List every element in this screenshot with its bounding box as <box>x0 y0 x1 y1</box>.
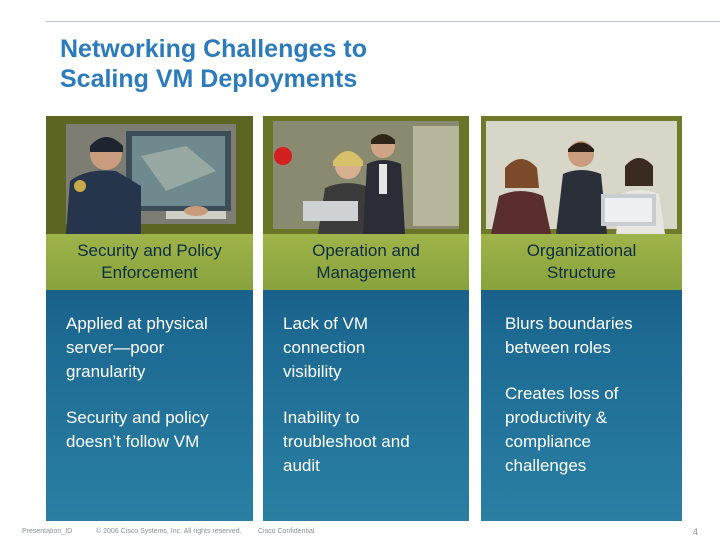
bullet-line: Applied at physical <box>66 314 208 333</box>
bullet-line: troubleshoot and <box>283 432 410 451</box>
column-operation-management: Operation and Management Lack of VM conn… <box>263 116 469 521</box>
bullet-point: Applied at physical server—poor granular… <box>66 312 245 384</box>
heading-line-2: Management <box>316 263 416 282</box>
footer-confidential: Cisco Confidential <box>258 528 315 535</box>
column-heading: Organizational Structure <box>481 234 682 290</box>
column-security-policy: Security and Policy Enforcement Applied … <box>46 116 253 521</box>
slide-title: Networking Challenges to Scaling VM Depl… <box>60 34 660 94</box>
bullet-line: audit <box>283 456 320 475</box>
heading-line-1: Operation and <box>312 241 420 260</box>
bullet-line: Lack of VM <box>283 314 369 333</box>
bullet-line: compliance <box>505 432 591 451</box>
slide-title-line-2: Scaling VM Deployments <box>60 65 358 93</box>
bullet-line: granularity <box>66 362 146 381</box>
heading-line-2: Structure <box>547 263 616 282</box>
bullet-line: Security and policy <box>66 408 209 427</box>
heading-line-1: Organizational <box>526 241 637 260</box>
heading-line-2: Enforcement <box>101 263 198 282</box>
heading-line-1: Security and Policy <box>77 241 222 260</box>
bullet-line: Creates loss of <box>505 384 619 403</box>
bullet-line: doesn’t follow VM <box>66 432 200 451</box>
team-at-laptop-photo <box>481 116 682 234</box>
column-organizational-structure: Organizational Structure Blurs boundarie… <box>481 116 682 521</box>
business-meeting-photo <box>263 116 469 234</box>
bullet-line: server—poor <box>66 338 165 357</box>
bullet-point: Blurs boundaries between roles <box>505 312 674 360</box>
bullet-line: Blurs boundaries <box>505 314 633 333</box>
bullet-line: productivity & <box>505 408 608 427</box>
footer-presentation-id: Presentation_ID <box>22 528 73 535</box>
slide-title-line-1: Networking Challenges to <box>60 35 367 63</box>
column-heading: Security and Policy Enforcement <box>46 234 253 290</box>
bullet-point: Inability to troubleshoot and audit <box>283 406 461 478</box>
security-officer-photo <box>46 116 253 234</box>
bullet-point: Security and policy doesn’t follow VM <box>66 406 245 454</box>
bullet-point: Lack of VM connection visibility <box>283 312 461 384</box>
bullet-point: Creates loss of productivity & complianc… <box>505 382 674 478</box>
bullet-line: challenges <box>505 456 587 475</box>
bullet-line: visibility <box>283 362 342 381</box>
footer-copyright: © 2006 Cisco Systems, Inc. All rights re… <box>96 528 242 535</box>
footer-page-number: 4 <box>693 527 699 537</box>
bullet-line: Inability to <box>283 408 360 427</box>
top-divider-line <box>46 21 720 22</box>
bullet-line: connection <box>283 338 366 357</box>
bullet-line: between roles <box>505 338 611 357</box>
column-heading: Operation and Management <box>263 234 469 290</box>
